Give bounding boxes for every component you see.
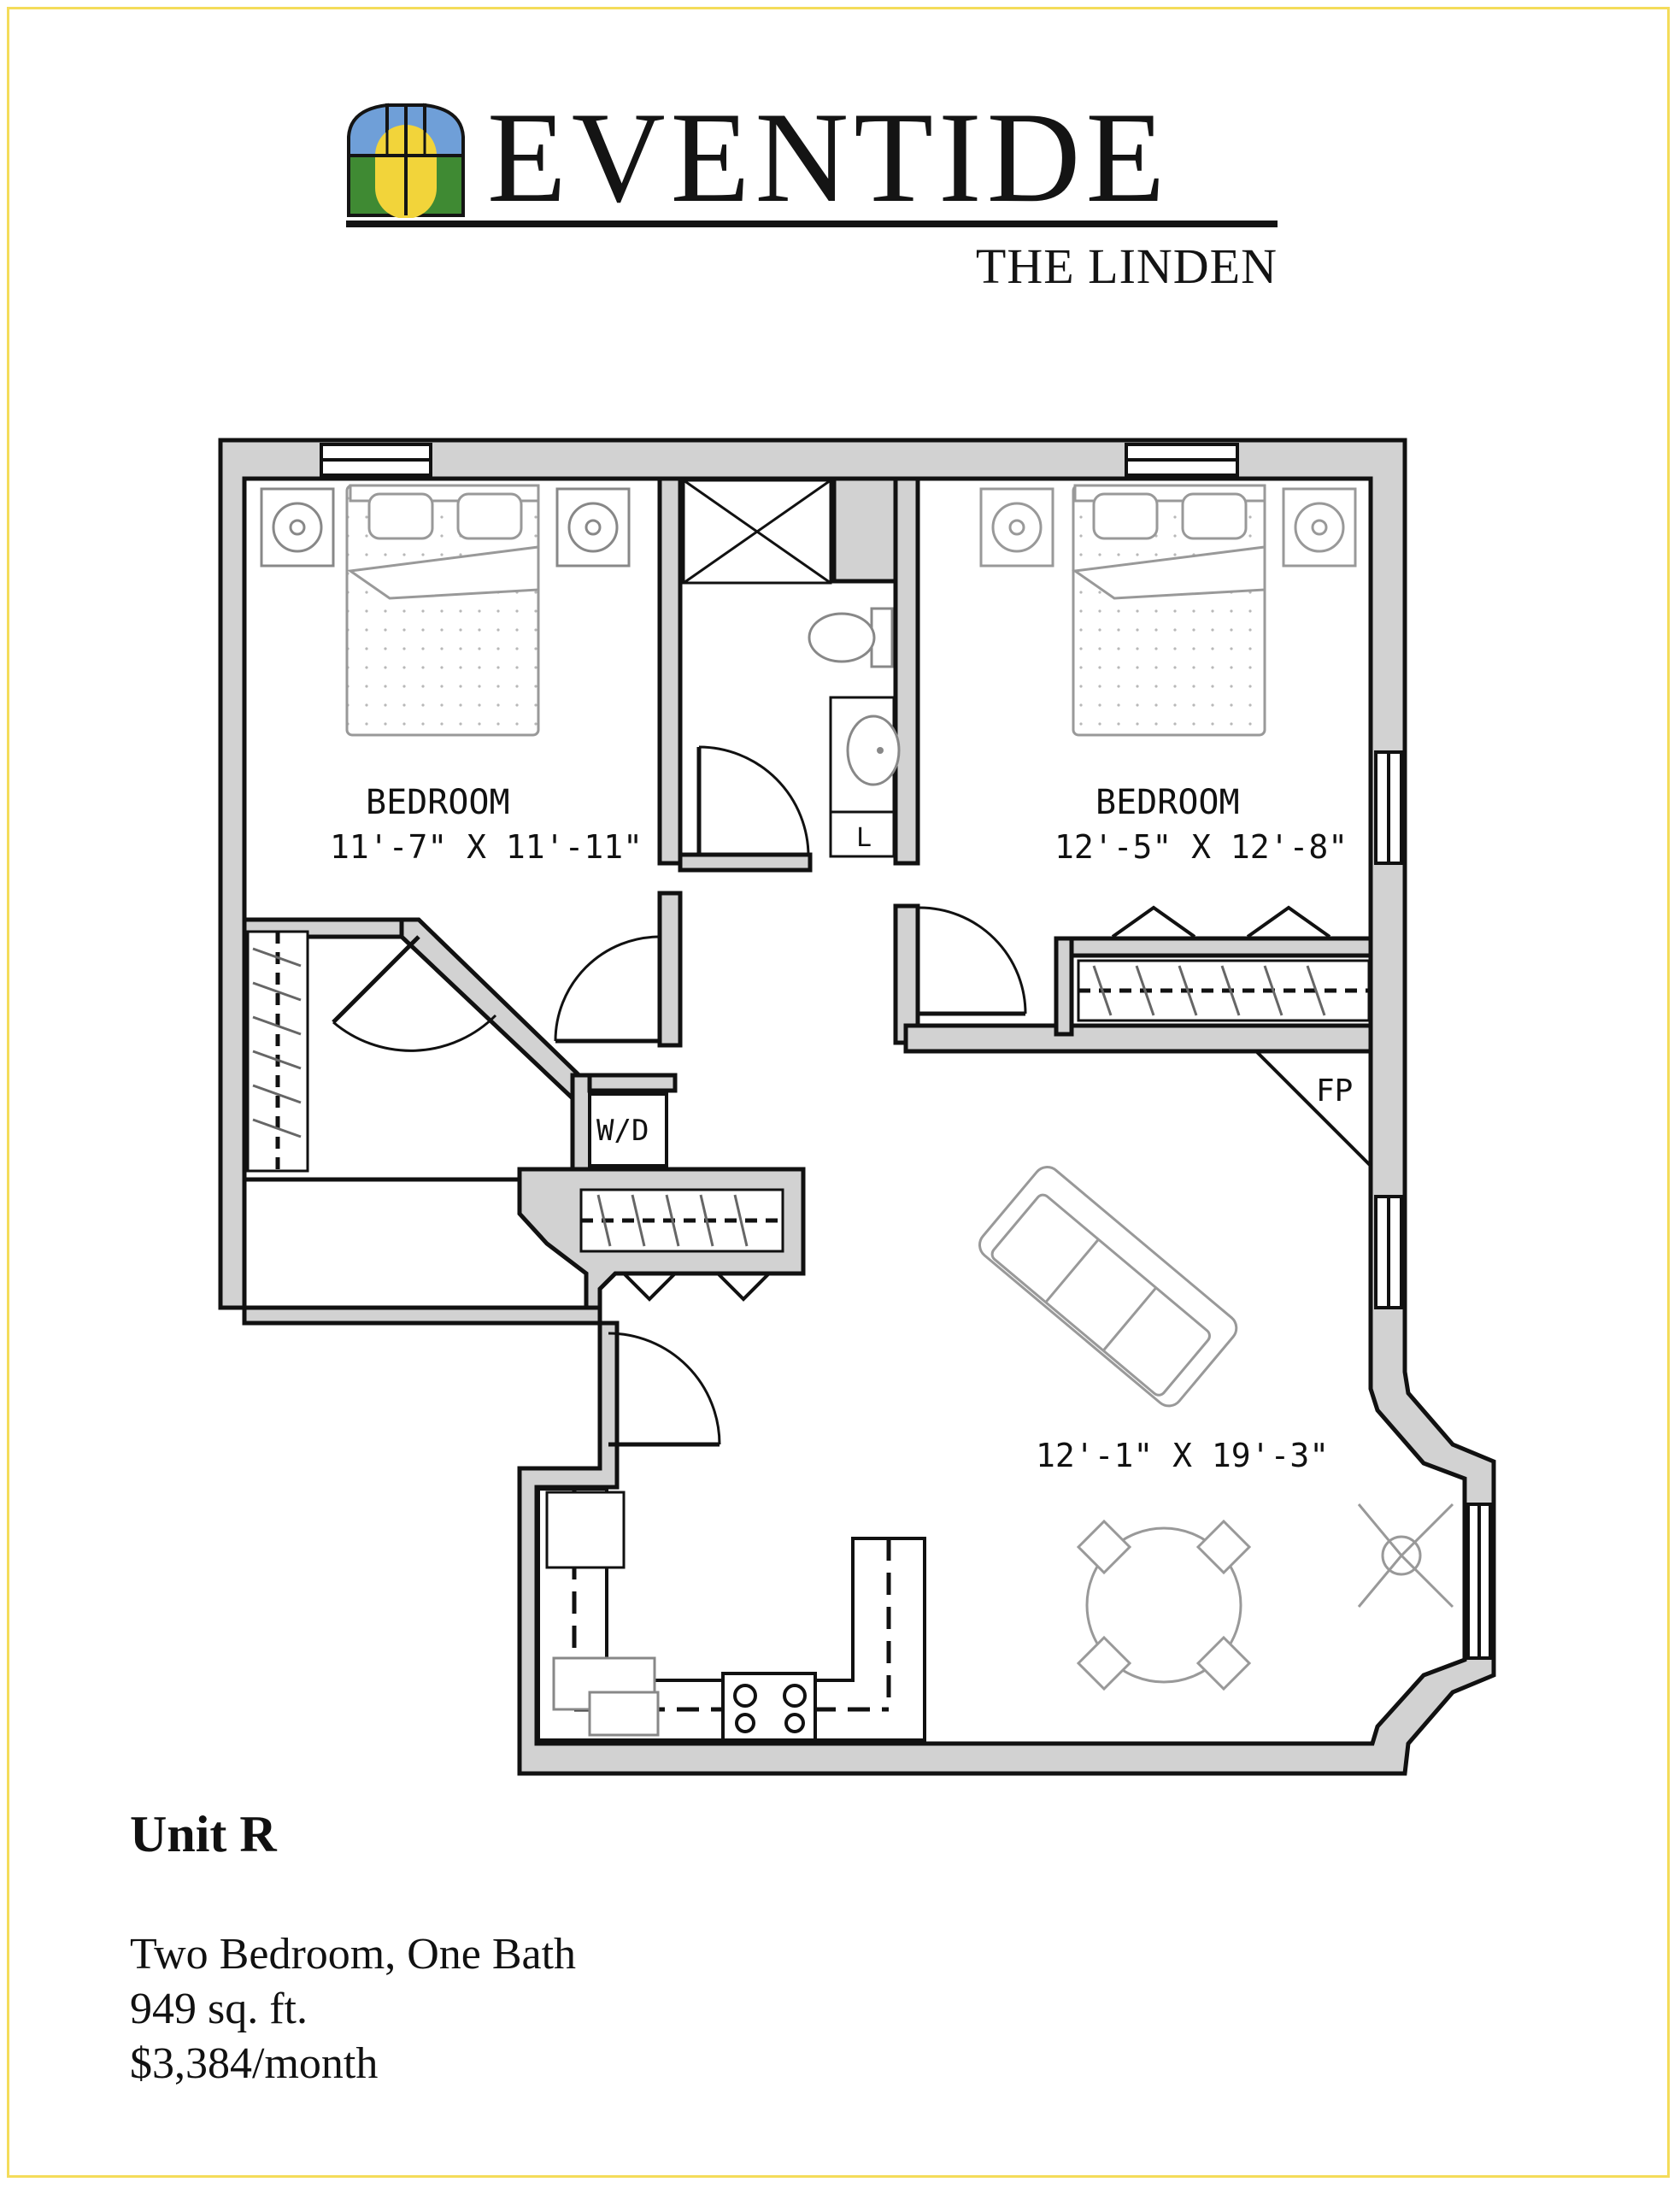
kitchen xyxy=(537,1487,926,1742)
closet-right xyxy=(1077,905,1371,1022)
unit-area: 949 sq. ft. xyxy=(130,1985,308,2033)
bed-right xyxy=(979,484,1357,737)
page-border xyxy=(7,7,1670,2178)
washer-dryer-label: W/D xyxy=(596,1114,649,1148)
fireplace xyxy=(1254,1050,1372,1168)
bedroom-right-dimensions: 12'-5" X 12'-8" xyxy=(1054,828,1348,866)
bedroom-right-label: BEDROOM xyxy=(1096,783,1240,822)
unit-rent: $3,384/month xyxy=(130,2039,379,2088)
windows xyxy=(320,443,1492,1660)
unit-layout: Two Bedroom, One Bath xyxy=(130,1930,577,1979)
nightstand-lamp-icon xyxy=(260,487,631,568)
sofa-icon xyxy=(978,1166,1238,1408)
fireplace-label: FP xyxy=(1316,1073,1353,1109)
plant-icon xyxy=(1357,1503,1454,1609)
unit-details: Two Bedroom, One Bath 949 sq. ft. $3,384… xyxy=(130,1927,576,2091)
living-dimensions: 12'-1" X 19'-3" xyxy=(1036,1437,1329,1474)
closet-left xyxy=(246,930,309,1173)
bedroom-left-dimensions: 11'-7" X 11'-11" xyxy=(330,828,643,866)
brand-name: EVENTIDE xyxy=(487,85,1171,229)
exterior-walls xyxy=(218,438,1496,1776)
bed-left xyxy=(345,484,540,737)
doors xyxy=(332,745,1027,1447)
window-emblem-icon xyxy=(347,103,465,218)
dining-table-icon xyxy=(1076,1519,1252,1691)
eventide-logo: EVENTIDE THE LINDEN xyxy=(346,92,1286,299)
toilet-icon xyxy=(808,607,894,668)
bath-vanity xyxy=(829,696,901,858)
shower xyxy=(682,479,832,585)
closet-hall xyxy=(579,1188,784,1302)
washer-dryer xyxy=(588,1092,668,1168)
linen-label: L xyxy=(856,823,872,853)
brand-divider xyxy=(346,221,1278,227)
unit-title: Unit R xyxy=(130,1806,277,1862)
bedroom-left-label: BEDROOM xyxy=(366,783,510,822)
brand-location: THE LINDEN xyxy=(975,238,1278,294)
